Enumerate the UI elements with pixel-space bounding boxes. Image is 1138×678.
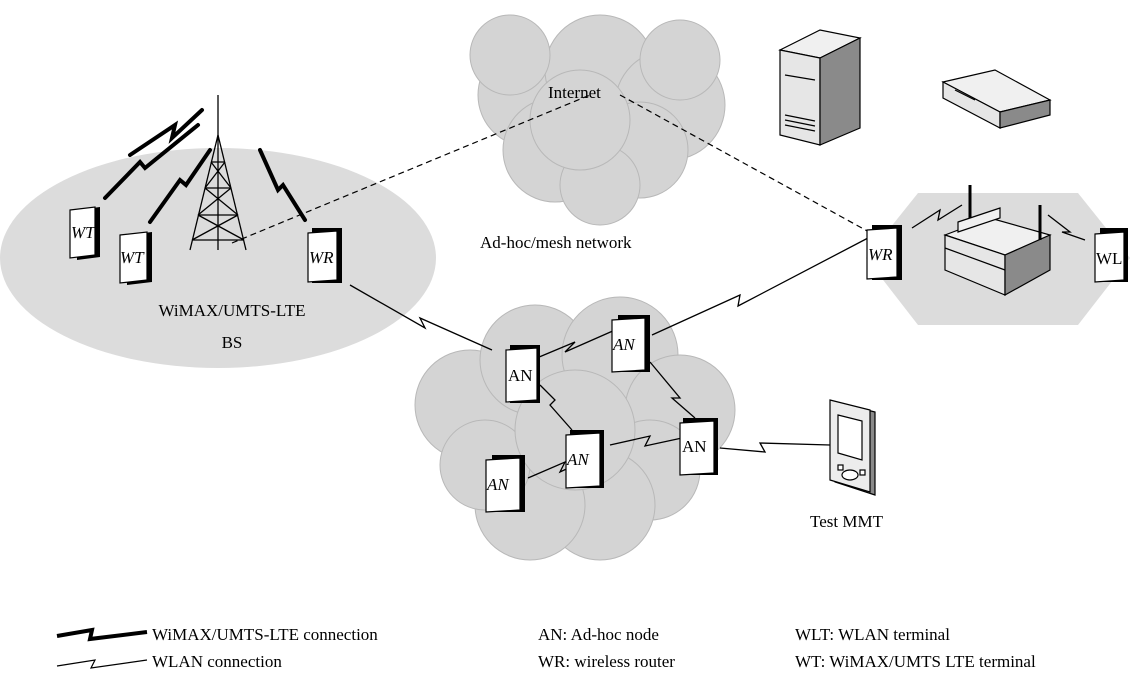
server-icon (778, 29, 862, 146)
wt-node-1: WT (69, 206, 100, 260)
an-label: AN (682, 437, 707, 456)
an-node-5: AN (485, 455, 525, 513)
an-node-4: AN (679, 418, 718, 476)
legend-wimax-line (56, 627, 148, 642)
bs-tower-icon (189, 95, 247, 251)
bs-coverage-area (0, 148, 436, 368)
an-node-2: AN (611, 315, 650, 373)
wr-node-wlan: WR (866, 225, 902, 280)
wr-label: WR (868, 245, 893, 264)
legend-wlt-text: WLT: WLAN terminal (795, 625, 950, 644)
legend-wlan-text: WLAN connection (152, 652, 282, 671)
test-mmt-label: Test MMT (810, 512, 884, 531)
wt-label: WT (71, 223, 96, 242)
wt-node-2: WT (119, 231, 152, 285)
legend-wt-text: WT: WiMAX/UMTS LTE terminal (795, 652, 1036, 671)
wr-label: WR (309, 248, 334, 267)
legend-wlan-line (56, 659, 148, 669)
an-node-3: AN (565, 430, 604, 489)
wl-label: WL (1096, 249, 1122, 268)
pda-icon (829, 399, 876, 496)
bs-label-line1: WiMAX/UMTS-LTE (159, 301, 306, 320)
an-label: AN (566, 450, 590, 469)
legend-wimax-text: WiMAX/UMTS-LTE connection (152, 625, 378, 644)
wimax-links (103, 108, 307, 224)
an-node-1: AN (505, 345, 540, 403)
internet-label: Internet (548, 83, 601, 102)
legend-wr-text: WR: wireless router (538, 652, 675, 671)
wt-label: WT (120, 248, 145, 267)
switch-icon (941, 69, 1052, 129)
wlan-links (349, 204, 1086, 479)
internet-cloud (469, 14, 726, 226)
an-label: AN (508, 366, 533, 385)
adhoc-network-label: Ad-hoc/mesh network (480, 233, 632, 252)
an-label: AN (612, 335, 636, 354)
legend-an-text: AN: Ad-hoc node (538, 625, 659, 644)
wr-node-bs: WR (307, 228, 342, 283)
bs-label-line2: BS (222, 333, 243, 352)
legend: WiMAX/UMTS-LTE connection WLAN connectio… (56, 625, 1036, 671)
an-label: AN (486, 475, 510, 494)
access-point-icon (943, 185, 1052, 297)
wl-node: WL (1094, 228, 1128, 283)
